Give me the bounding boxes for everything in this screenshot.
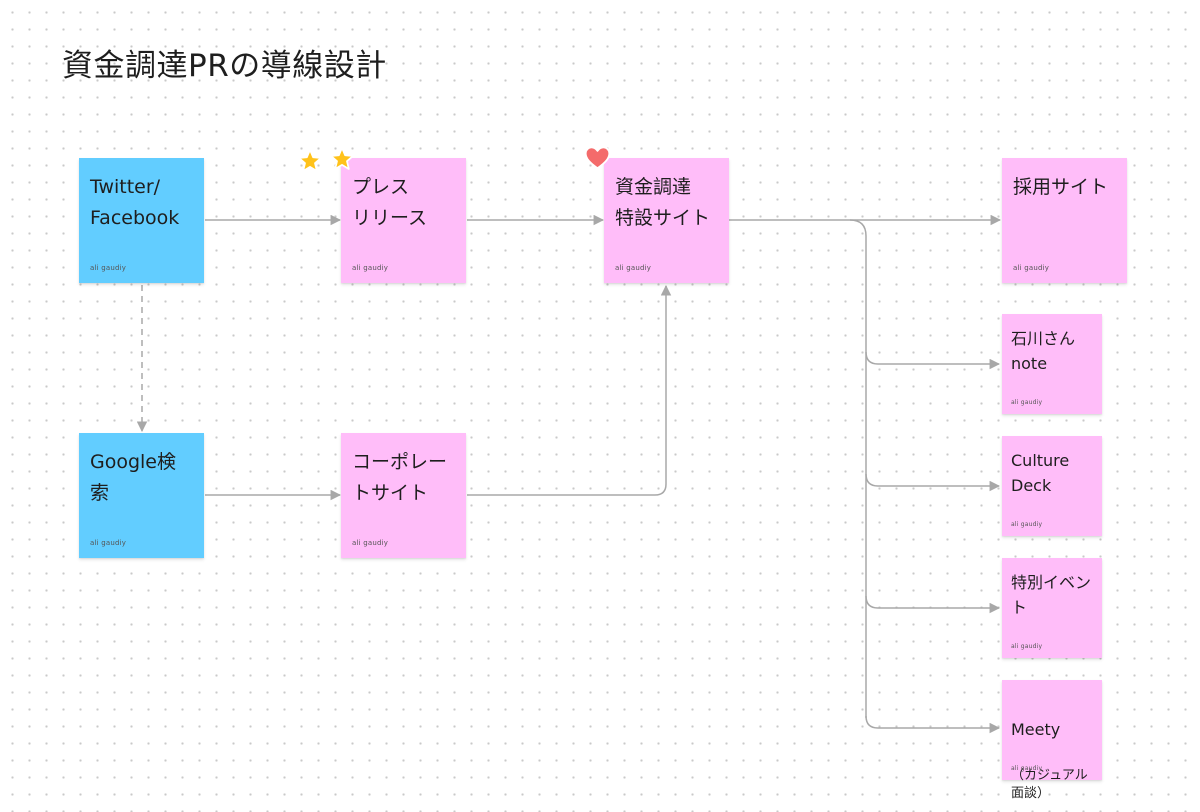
board-title: 資金調達PRの導線設計 [62, 48, 387, 84]
note-author: ali gaudiy [90, 264, 127, 272]
note-special-site[interactable]: 資金調達 特設サイト ali gaudiy [604, 158, 729, 283]
note-press-release[interactable]: プレス リリース ali gaudiy [341, 158, 466, 283]
note-author: ali gaudiy [352, 539, 389, 547]
note-author: ali gaudiy [615, 264, 652, 272]
star-icon[interactable] [297, 148, 323, 174]
note-text: Google検 索 [90, 451, 177, 504]
note-text: 石川さん note [1011, 329, 1076, 373]
note-author: ali gaudiy [1013, 264, 1050, 272]
note-author: ali gaudiy [1011, 521, 1043, 528]
note-author: ali gaudiy [1011, 643, 1043, 650]
note-text: コーポレー トサイト [352, 451, 448, 504]
note-google-search[interactable]: Google検 索 ali gaudiy [79, 433, 204, 558]
note-text: Culture Deck [1011, 451, 1070, 495]
note-meety[interactable]: Meety （カジュアル 面談） ali gaudiy [1002, 680, 1102, 801]
connector-special-culture[interactable] [865, 473, 1001, 492]
connector-special-branch[interactable] [849, 219, 867, 718]
note-text: Twitter/ Facebook [90, 176, 180, 229]
note-subtext: （カジュアル 面談） [1011, 768, 1088, 801]
note-corporate-site[interactable]: コーポレー トサイト ali gaudiy [341, 433, 466, 558]
note-title: Meety [1011, 720, 1061, 739]
connector-corporate-special[interactable] [467, 284, 672, 496]
note-author: ali gaudiy [1011, 399, 1043, 406]
heart-icon[interactable] [584, 145, 611, 170]
note-text: 採用サイト [1013, 176, 1109, 198]
star-icon[interactable] [329, 146, 355, 172]
connector-special-meety[interactable] [865, 715, 1001, 734]
note-special-event[interactable]: 特別イベン ト ali gaudiy [1002, 558, 1102, 658]
note-recruit-site[interactable]: 採用サイト ali gaudiy [1002, 158, 1127, 283]
note-author: ali gaudiy [1011, 765, 1043, 772]
note-text: プレス リリース [352, 176, 428, 229]
note-culture-deck[interactable]: Culture Deck ali gaudiy [1002, 436, 1102, 536]
note-ishikawa-note[interactable]: 石川さん note ali gaudiy [1002, 314, 1102, 414]
note-text: Meety （カジュアル 面談） [1011, 692, 1094, 804]
connector-special-event[interactable] [865, 595, 1001, 614]
note-author: ali gaudiy [90, 539, 127, 547]
note-author: ali gaudiy [352, 264, 389, 272]
note-twitter-facebook[interactable]: Twitter/ Facebook ali gaudiy [79, 158, 204, 283]
note-text: 特別イベン ト [1011, 573, 1092, 617]
connector-special-ishikawa[interactable] [865, 351, 1001, 370]
note-text: 資金調達 特設サイト [615, 176, 711, 229]
